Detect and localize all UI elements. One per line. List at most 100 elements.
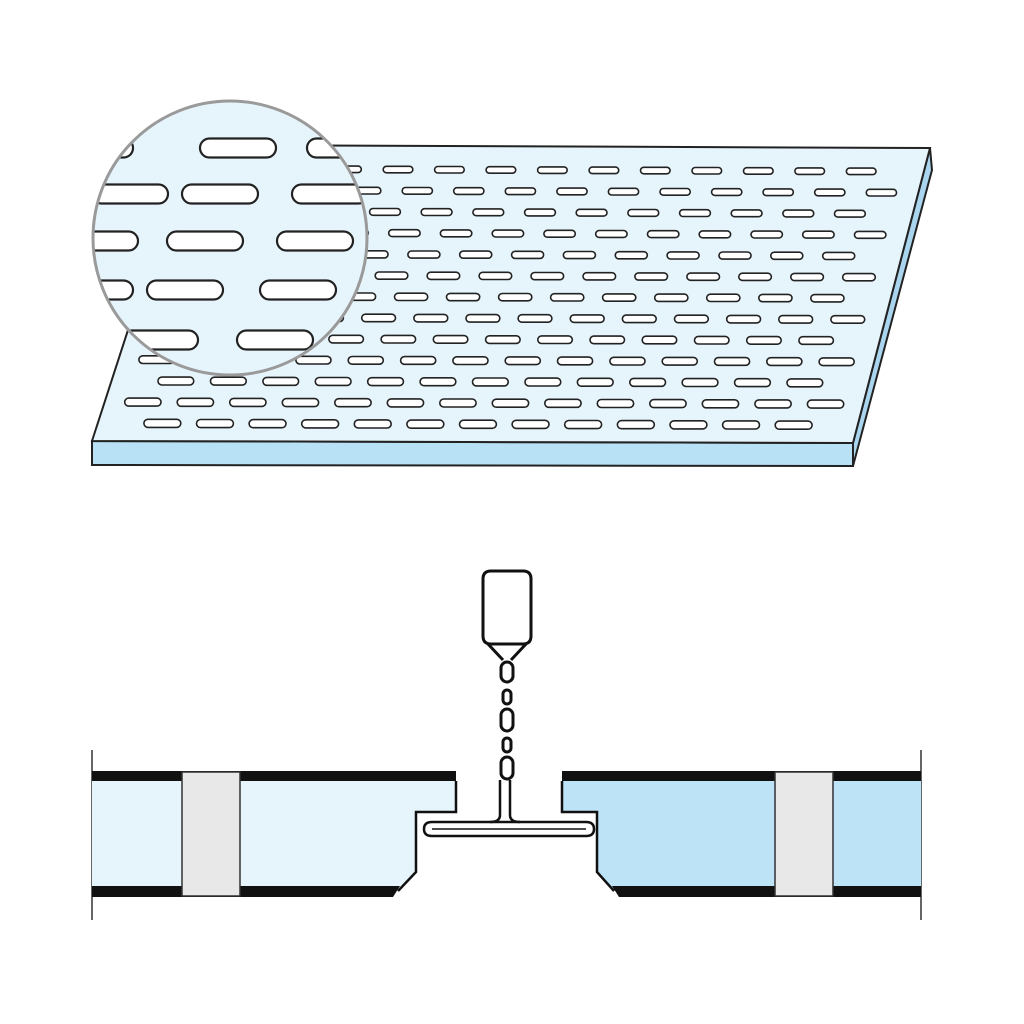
perforation-slot xyxy=(300,418,340,429)
perforation-slot xyxy=(628,377,667,388)
perforation-slot xyxy=(536,166,568,175)
perforation-slot xyxy=(621,314,658,324)
perforation-slot xyxy=(556,356,594,366)
board-left-edge-profile xyxy=(397,781,458,892)
perforation-slot xyxy=(661,356,699,366)
perforation-slot xyxy=(406,419,445,430)
perforation-slot xyxy=(420,207,453,217)
perforation-slot xyxy=(524,377,562,387)
perforation-slot xyxy=(366,376,405,387)
perforation-slot xyxy=(387,228,421,238)
ceiling-board-left xyxy=(92,771,458,897)
perforation-slot xyxy=(648,398,687,409)
chain-link xyxy=(499,755,515,781)
magnified-slot xyxy=(198,137,278,159)
perforation-slot xyxy=(730,209,763,218)
perforation-slot xyxy=(374,271,409,280)
perforation-slot xyxy=(681,377,719,388)
perforation-slot xyxy=(833,209,867,218)
perforation-slot xyxy=(511,419,550,430)
perforation-slot xyxy=(737,272,773,282)
perforation-slot xyxy=(750,230,784,239)
perforation-slot xyxy=(195,418,235,429)
perforation-slot xyxy=(281,397,320,408)
perforation-slot xyxy=(678,208,712,218)
perforation-slot xyxy=(314,376,352,387)
perforation-slot xyxy=(413,313,449,323)
chain-link xyxy=(501,688,513,706)
perforation-slot xyxy=(510,250,545,260)
perforation-slot xyxy=(762,188,795,197)
perforation-slot xyxy=(491,229,525,238)
perforation-slot xyxy=(543,229,577,239)
perforation-slot xyxy=(801,230,835,239)
perforation-slot xyxy=(393,292,429,302)
hanger-neck xyxy=(486,642,528,662)
perforation-slot xyxy=(452,355,489,366)
perforation-slot xyxy=(576,377,614,387)
perforation-slot xyxy=(517,313,553,324)
perforation-slot xyxy=(853,230,887,240)
board-right-bottom-facing xyxy=(612,886,921,897)
perforation-slot xyxy=(563,419,603,430)
perforation-slot xyxy=(401,186,434,195)
magnified-slot xyxy=(275,230,355,252)
board-left-bottom-facing xyxy=(92,886,400,897)
magnified-slot xyxy=(145,279,225,301)
perforation-slot xyxy=(653,293,689,303)
chain-link xyxy=(501,736,513,754)
board-left-body xyxy=(92,776,456,891)
magnified-slot xyxy=(165,230,245,252)
perforation-slot xyxy=(754,399,793,409)
perforation-slot xyxy=(789,272,825,282)
t-bar-web xyxy=(489,780,521,824)
perforation-slot xyxy=(813,188,846,197)
perforation-slot xyxy=(360,313,397,323)
perforation-slot xyxy=(733,377,772,388)
perforation-slot xyxy=(865,188,898,197)
perforation-slot xyxy=(439,229,473,238)
perforation-slot xyxy=(774,420,813,431)
t-bar-profile xyxy=(422,780,596,838)
perforation-slot xyxy=(386,398,425,408)
perforation-slot xyxy=(262,376,300,387)
acoustic-insert-left xyxy=(181,771,241,897)
perforation-slot xyxy=(669,419,708,430)
ceiling-board-right xyxy=(560,771,921,897)
perforation-slot xyxy=(782,209,815,218)
perforation-slot xyxy=(798,335,835,346)
perforation-slot xyxy=(458,250,493,260)
perforation-slot xyxy=(718,251,752,260)
perforation-slot xyxy=(627,208,660,218)
perforation-slot xyxy=(614,250,649,260)
perforation-slot xyxy=(841,272,877,282)
perforation-slot xyxy=(818,357,855,367)
perforation-slot xyxy=(698,230,732,239)
perforation-slot xyxy=(725,314,762,324)
perforation-slot xyxy=(596,398,635,409)
perforation-slot xyxy=(594,229,628,239)
perforation-slot xyxy=(353,419,392,429)
perforation-slot xyxy=(419,376,457,387)
perforation-slot xyxy=(806,399,845,409)
perforation-slot xyxy=(368,207,402,217)
perforation-slot xyxy=(601,293,637,302)
perforation-slot xyxy=(701,398,740,409)
perforation-slot xyxy=(399,355,437,366)
board-right-top-facing xyxy=(562,771,921,781)
perforation-slot xyxy=(769,251,804,261)
perforation-slot xyxy=(659,187,692,196)
perforation-slot xyxy=(693,335,730,345)
perforation-slot xyxy=(634,272,669,281)
perforation-slot xyxy=(556,187,588,196)
magnified-slot xyxy=(258,279,338,301)
perforation-slot xyxy=(765,356,803,367)
perforation-slot xyxy=(248,418,287,429)
perforation-slot xyxy=(845,167,877,176)
perforation-slot xyxy=(589,335,626,345)
magnified-slot xyxy=(93,279,135,301)
perforation-slot xyxy=(504,187,537,196)
hanger-chain xyxy=(499,660,515,781)
acoustic-insert-right xyxy=(774,771,834,897)
perforation-slot xyxy=(333,397,372,408)
